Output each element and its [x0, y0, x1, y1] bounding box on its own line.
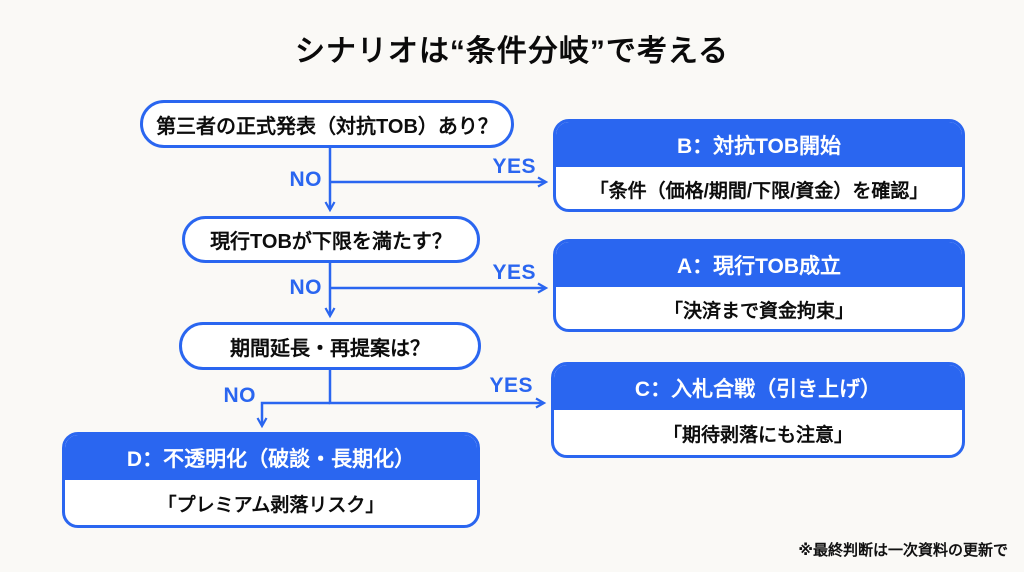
outcome-b-note: 「条件（価格/期間/下限/資金）を確認」: [589, 180, 929, 202]
outcome-box-d: D：不透明化（破談・長期化） 「プレミアム剥落リスク」: [62, 432, 480, 528]
edge-label-yes-q3-c: YES: [489, 374, 533, 397]
outcome-d-note: 「プレミアム剥落リスク」: [157, 495, 385, 516]
decision-third-party-tob: 第三者の正式発表（対抗TOB）あり？: [140, 100, 514, 148]
outcome-a-title: A：現行TOB成立: [556, 242, 962, 289]
outcome-b-title: B：対抗TOB開始: [556, 122, 962, 169]
decision-current-tob-threshold: 現行TOBが下限を満たす？: [182, 216, 480, 263]
edge-label-yes-q1-b: YES: [492, 155, 536, 178]
edge-label-no-q1-q2: NO: [289, 168, 322, 191]
edge-label-no-q3-d: NO: [223, 384, 256, 407]
connector-q3-to-d: [256, 401, 330, 429]
outcome-d-title: D：不透明化（破談・長期化）: [65, 435, 477, 482]
page-title: シナリオは“条件分岐”で考える: [294, 35, 730, 68]
outcome-a-note: 「決済まで資金拘束」: [663, 300, 854, 322]
edge-label-no-q2-q3: NO: [289, 276, 322, 299]
outcome-box-a: A：現行TOB成立 「決済まで資金拘束」: [553, 239, 965, 332]
footnote: ※最終判断は一次資料の更新で: [798, 542, 1008, 559]
outcome-c-note: 「期待剥落にも注意」: [662, 425, 853, 446]
outcome-box-c: C：入札合戦（引き上げ） 「期待剥落にも注意」: [551, 362, 965, 458]
decision-extension-reproposal: 期間延長・再提案は？: [179, 322, 481, 370]
outcome-box-b: B：対抗TOB開始 「条件（価格/期間/下限/資金）を確認」: [553, 119, 965, 212]
edge-label-yes-q2-a: YES: [492, 261, 536, 284]
outcome-c-title: C：入札合戦（引き上げ）: [554, 365, 962, 412]
